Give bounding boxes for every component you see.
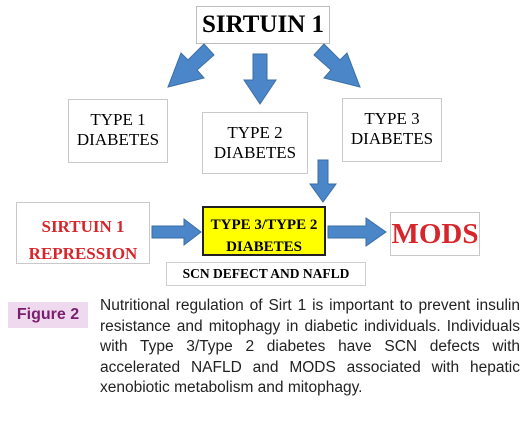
arrow-type3-down bbox=[309, 159, 337, 203]
type-3-line1: TYPE 3 bbox=[364, 109, 420, 128]
sirtuin-repression-node: SIRTUIN 1 REPRESSION bbox=[16, 202, 150, 264]
type-1-diabetes-node: TYPE 1 DIABETES bbox=[68, 99, 168, 163]
sirtuin-1-label: SIRTUIN 1 bbox=[201, 11, 325, 38]
type-2-line1: TYPE 2 bbox=[227, 123, 283, 142]
arrow-repression-to-combined bbox=[151, 217, 202, 247]
arrow-combined-to-mods bbox=[327, 217, 387, 247]
scn-defect-nafld-node: SCN DEFECT AND NAFLD bbox=[166, 262, 366, 286]
arrow-sirtuin-to-type1 bbox=[167, 43, 215, 88]
type-3-diabetes-node: TYPE 3 DIABETES bbox=[342, 98, 442, 162]
figure-label: Figure 2 bbox=[8, 302, 88, 328]
arrow-sirtuin-to-type3 bbox=[313, 43, 361, 88]
repression-line1: SIRTUIN 1 bbox=[41, 217, 125, 236]
combined-line2: DIABETES bbox=[226, 239, 302, 255]
type-1-line1: TYPE 1 bbox=[90, 110, 146, 129]
type-3-type-2-diabetes-node: TYPE 3/TYPE 2 DIABETES bbox=[202, 206, 326, 256]
figure-caption: Nutritional regulation of Sirt 1 is impo… bbox=[100, 297, 520, 396]
sirtuin-1-node: SIRTUIN 1 bbox=[196, 6, 330, 44]
combined-line1: TYPE 3/TYPE 2 bbox=[210, 217, 318, 233]
arrow-layer bbox=[151, 43, 387, 247]
mods-node: MODS bbox=[390, 212, 480, 256]
type-3-line2: DIABETES bbox=[350, 129, 434, 149]
repression-line2: REPRESSION bbox=[28, 244, 138, 264]
arrow-sirtuin-to-type2 bbox=[243, 53, 277, 105]
mods-label: MODS bbox=[391, 218, 479, 250]
scn-label: SCN DEFECT AND NAFLD bbox=[182, 266, 350, 281]
type-2-line2: DIABETES bbox=[213, 143, 297, 163]
type-1-line2: DIABETES bbox=[76, 130, 160, 150]
type-2-diabetes-node: TYPE 2 DIABETES bbox=[202, 112, 308, 174]
